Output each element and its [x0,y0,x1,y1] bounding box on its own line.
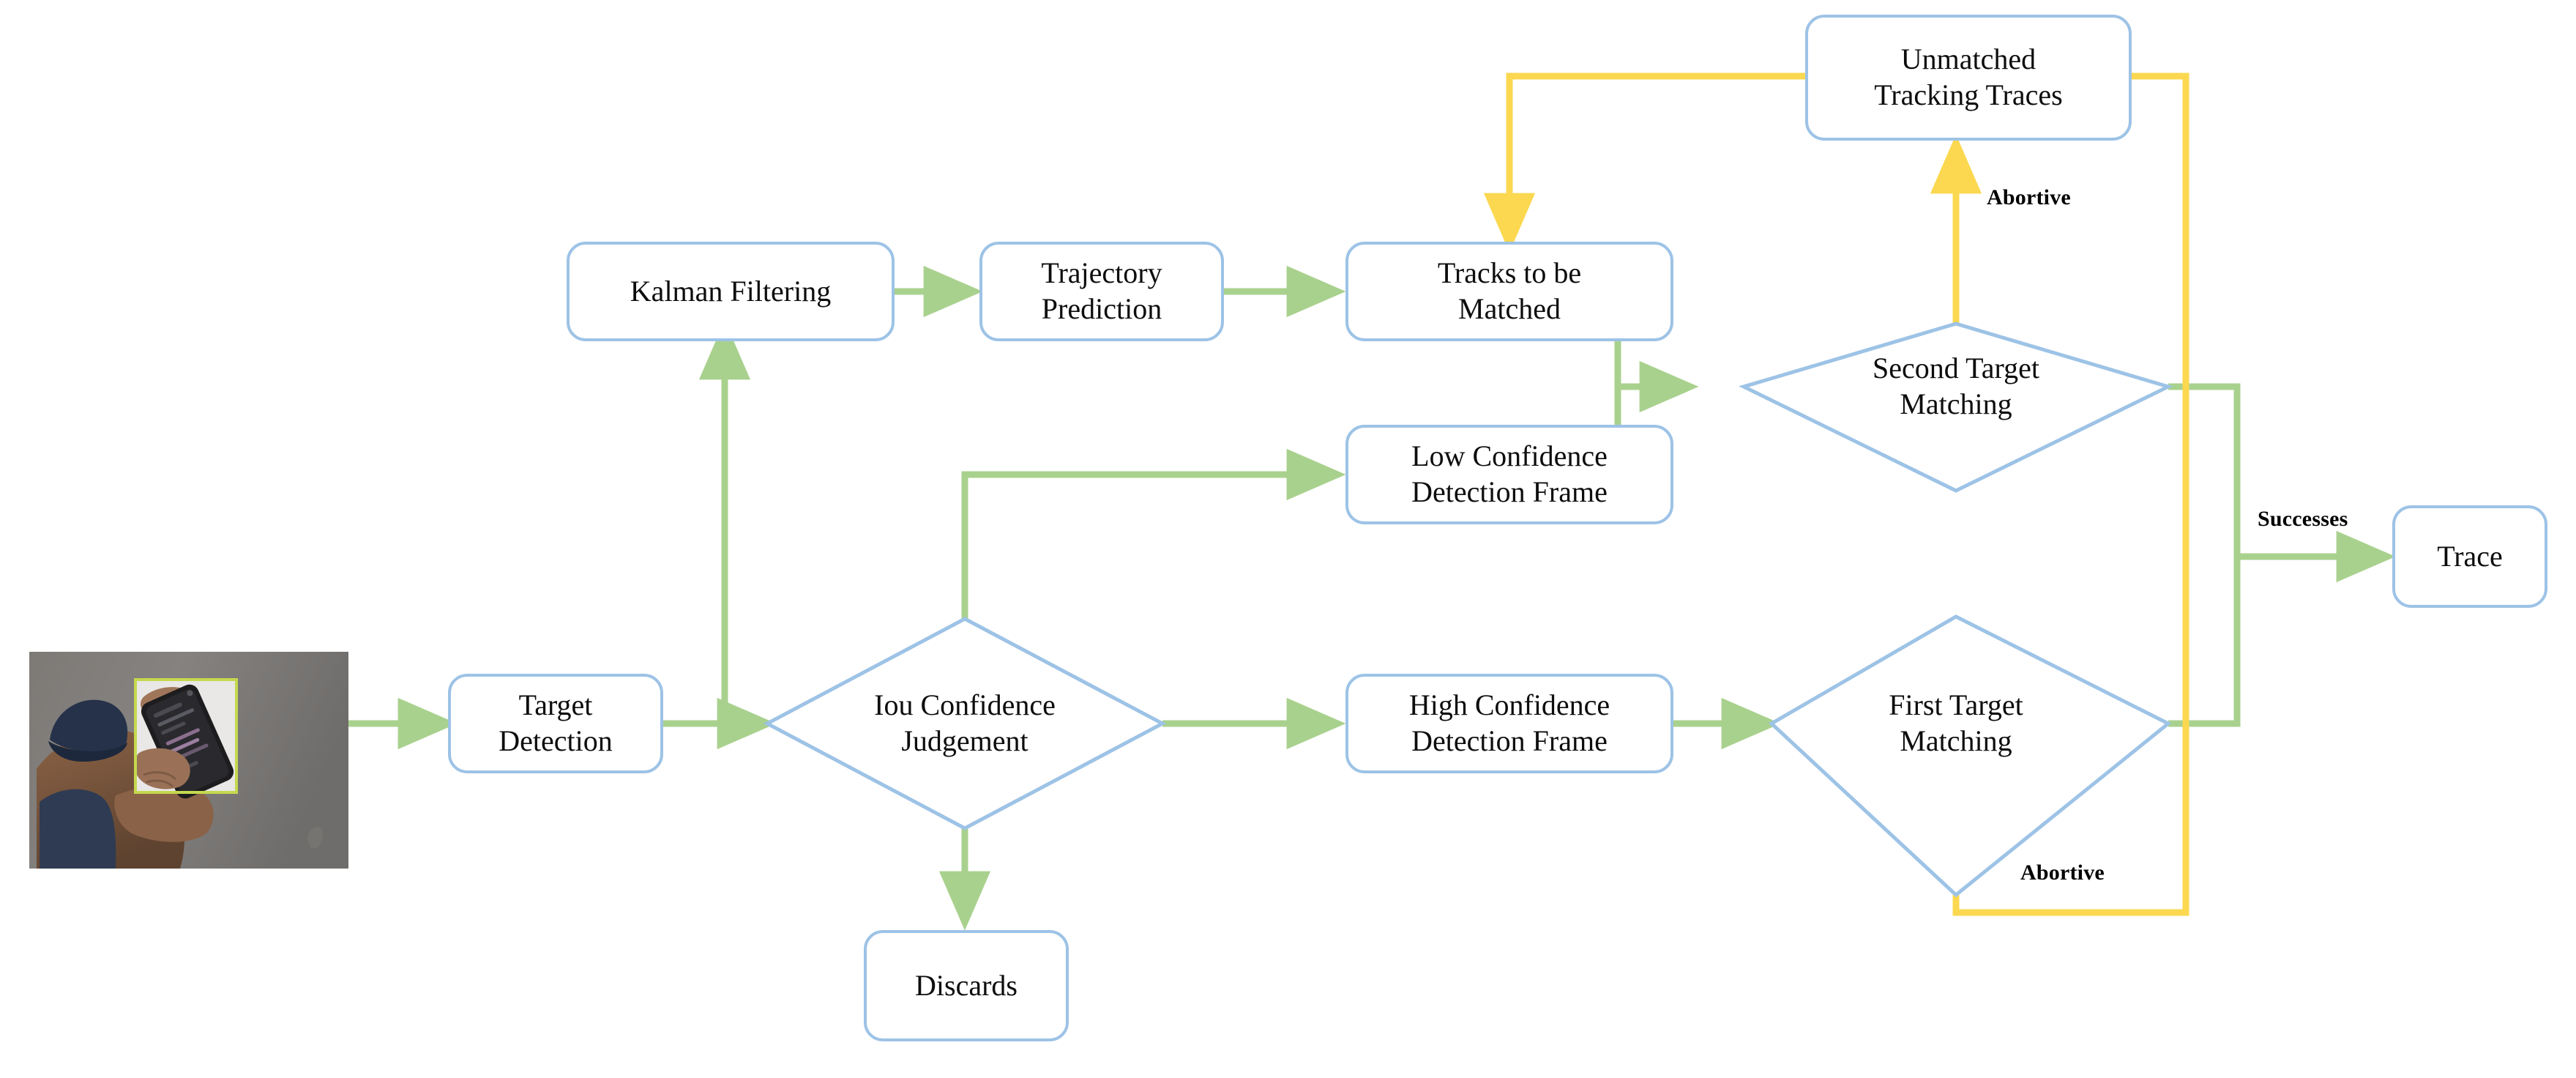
edge-label-abortive-bottom: Abortive [2020,860,2105,885]
edge-unmatched-to-tracks [1483,73,1805,253]
label-line-1: Tracks to be [1437,256,1582,290]
second-target-matching-diamond[interactable] [1739,321,2173,493]
node-trace[interactable]: Trace [2392,505,2547,608]
label-line-2: Prediction [1041,292,1162,325]
node-high-confidence-detection-frame-label: High Confidence Detection Frame [1409,688,1610,759]
input-frame-image [29,652,348,869]
detection-bounding-box [134,678,238,794]
edge-iou-to-low [961,448,1346,619]
label-line-2: Matched [1458,292,1561,325]
edge-second-to-trace [2168,383,2241,557]
input-frame-thumbnail[interactable] [29,652,348,869]
node-low-confidence-detection-frame-label: Low Confidence Detection Frame [1411,439,1608,510]
label-line-1: Target [518,688,593,722]
node-trace-label: Trace [2437,539,2503,573]
first-target-matching-diamond[interactable] [1768,614,2172,898]
label-line-1: Unmatched [1900,42,2036,76]
node-kalman-filtering[interactable]: Kalman Filtering [567,242,895,341]
edge-label-successes: Successes [2258,507,2348,531]
label-line-2: Detection [499,724,613,757]
node-trajectory-prediction-label: Trajectory Prediction [1041,256,1162,327]
node-tracks-to-be-matched[interactable]: Tracks to be Matched [1345,242,1673,341]
label-line-2: Detection Frame [1411,475,1608,508]
node-low-confidence-detection-frame[interactable]: Low Confidence Detection Frame [1345,425,1673,524]
node-unmatched-tracking-traces[interactable]: Unmatched Tracking Traces [1805,15,2132,141]
node-kalman-filtering-label: Kalman Filtering [630,274,832,308]
label-line-1: Trajectory [1041,256,1162,290]
edge-first-to-trace [2168,557,2241,727]
label-line-1: Low Confidence [1411,439,1608,473]
node-tracks-to-be-matched-label: Tracks to be Matched [1438,256,1581,327]
node-trajectory-prediction[interactable]: Trajectory Prediction [979,242,1224,341]
node-high-confidence-detection-frame[interactable]: High Confidence Detection Frame [1345,674,1673,773]
node-discards-label: Discards [915,968,1018,1002]
iou-confidence-judgement-diamond[interactable] [763,617,1167,830]
label-line-2: Detection Frame [1411,724,1608,757]
node-discards[interactable]: Discards [864,930,1069,1041]
label-line-1: High Confidence [1408,688,1610,722]
node-target-detection[interactable]: Target Detection [448,674,663,773]
node-target-detection-label: Target Detection [499,688,613,759]
label-line-2: Tracking Traces [1874,78,2063,111]
edge-label-abortive-top: Abortive [1987,185,2071,209]
node-unmatched-tracking-traces-label: Unmatched Tracking Traces [1874,42,2062,114]
